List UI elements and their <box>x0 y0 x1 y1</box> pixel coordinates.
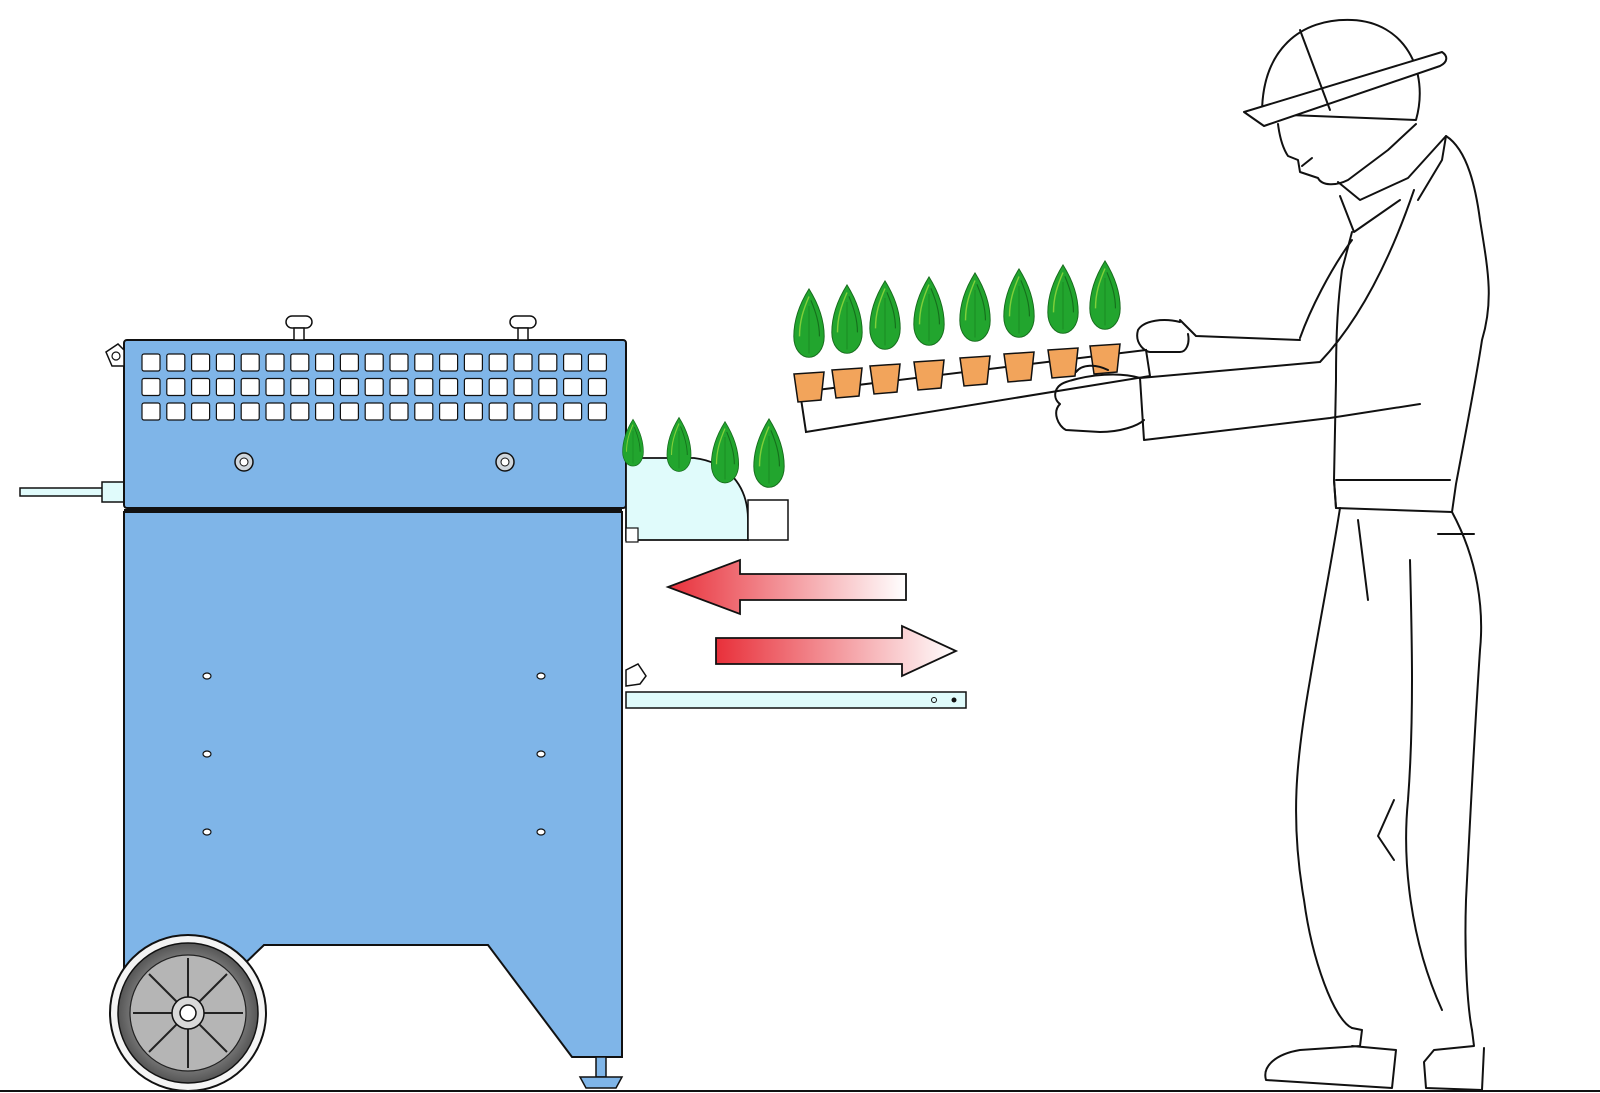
vent-slot <box>364 353 384 372</box>
plant-tray <box>792 260 1152 434</box>
plant-pot <box>1047 347 1079 379</box>
vent-slot <box>339 377 359 397</box>
vent-slot <box>191 402 211 421</box>
top-knob-right[interactable] <box>509 315 537 341</box>
vent-slot <box>389 353 409 372</box>
vent-slot <box>414 377 434 397</box>
vent-slot <box>538 353 558 372</box>
plant-pot <box>869 363 901 395</box>
potted-conifer-icon <box>868 280 902 351</box>
vent-grid <box>141 353 608 421</box>
arrow-right-icon <box>715 624 959 678</box>
machine-wheel <box>109 934 267 1092</box>
vent-slot <box>587 353 608 372</box>
vent-slot <box>339 353 359 372</box>
vent-slot <box>265 353 285 372</box>
vent-slot <box>463 353 483 372</box>
vent-slot <box>315 353 335 372</box>
potted-conifer-icon <box>830 284 864 355</box>
vent-slot <box>414 353 434 372</box>
vent-slot <box>191 377 211 397</box>
vent-slot <box>439 402 459 421</box>
vent-slot <box>315 377 335 397</box>
vent-slot <box>141 353 161 372</box>
vent-slot <box>364 377 384 397</box>
housing-screw-left <box>234 452 254 472</box>
vent-slot <box>389 402 409 421</box>
vent-slot <box>513 377 533 397</box>
body-holes <box>202 672 546 836</box>
vent-slot <box>513 402 533 421</box>
vent-slot <box>215 402 235 421</box>
vent-slot <box>240 377 260 397</box>
vent-slot <box>488 377 508 397</box>
housing-screw-right <box>495 452 515 472</box>
potted-conifer-icon <box>1002 268 1036 339</box>
plant-pot <box>1003 351 1035 383</box>
vent-slot <box>587 402 608 421</box>
vent-slot <box>290 377 310 397</box>
vent-slot <box>414 402 434 421</box>
vent-slot <box>166 377 186 397</box>
vent-slot <box>265 402 285 421</box>
arrow-left-icon <box>665 558 907 616</box>
plant-pot <box>913 359 945 391</box>
vent-slot <box>141 377 161 397</box>
vent-slot <box>488 402 508 421</box>
plant-pot <box>959 355 991 387</box>
vent-slot <box>513 353 533 372</box>
vent-slot <box>587 377 608 397</box>
vent-slot <box>562 377 583 397</box>
vent-slot <box>488 353 508 372</box>
vent-slot <box>166 402 186 421</box>
vent-slot <box>215 353 235 372</box>
vent-slot <box>439 353 459 372</box>
feed-bar <box>625 663 967 709</box>
tray-plants <box>792 260 1122 403</box>
vent-slot <box>240 353 260 372</box>
vent-slot <box>538 402 558 421</box>
potted-conifer-icon <box>1046 264 1080 335</box>
plant-pot <box>831 367 863 399</box>
vent-slot <box>290 402 310 421</box>
vent-slot <box>364 402 384 421</box>
potting-machine <box>19 315 967 1092</box>
vent-slot <box>562 353 583 372</box>
vent-slot <box>215 377 235 397</box>
worker-hardhat-icon <box>1054 18 1490 1091</box>
vent-slot <box>339 402 359 421</box>
top-knob-left[interactable] <box>285 315 313 341</box>
vent-slot <box>290 353 310 372</box>
vent-slot <box>166 353 186 372</box>
vent-slot <box>562 402 583 421</box>
vent-slot <box>463 402 483 421</box>
vent-slot <box>141 402 161 421</box>
vent-slot <box>538 377 558 397</box>
vent-slot <box>463 377 483 397</box>
vent-slot <box>265 377 285 397</box>
potted-conifer-icon <box>792 288 826 359</box>
vent-slot <box>315 402 335 421</box>
potted-conifer-icon <box>958 272 992 343</box>
machine-foot <box>578 1056 624 1089</box>
vent-slot <box>389 377 409 397</box>
potted-conifer-icon <box>912 276 946 347</box>
vent-slot <box>191 353 211 372</box>
vent-slot <box>439 377 459 397</box>
vent-slot <box>240 402 260 421</box>
plant-pot <box>793 371 825 403</box>
potted-conifer-icon <box>1088 260 1122 331</box>
left-rod <box>19 487 113 497</box>
